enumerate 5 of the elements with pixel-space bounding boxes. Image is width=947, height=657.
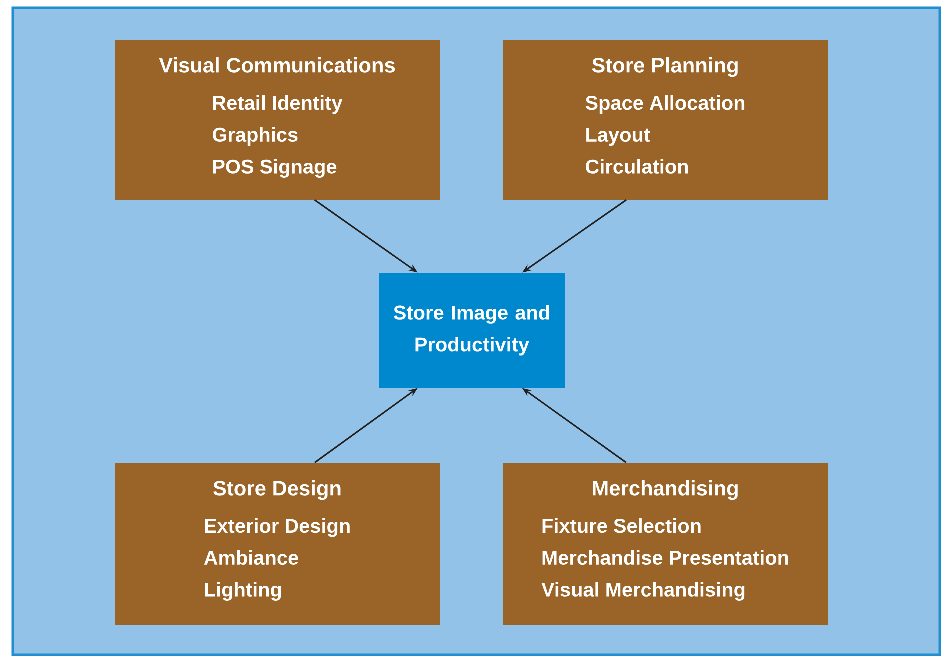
category-box: Merchandising Fixture Selection Merchandise Presentation Visual Merchandising xyxy=(503,463,828,625)
center-box: Store Image and Productivity xyxy=(379,273,565,388)
category-box: Store Planning Space Allocation Layout Circulation xyxy=(503,40,828,200)
category-box: Store Design Exterior Design Ambiance Lighting xyxy=(115,463,440,625)
category-box: Visual Communications Retail Identity Graphics POS Signage xyxy=(115,40,440,200)
